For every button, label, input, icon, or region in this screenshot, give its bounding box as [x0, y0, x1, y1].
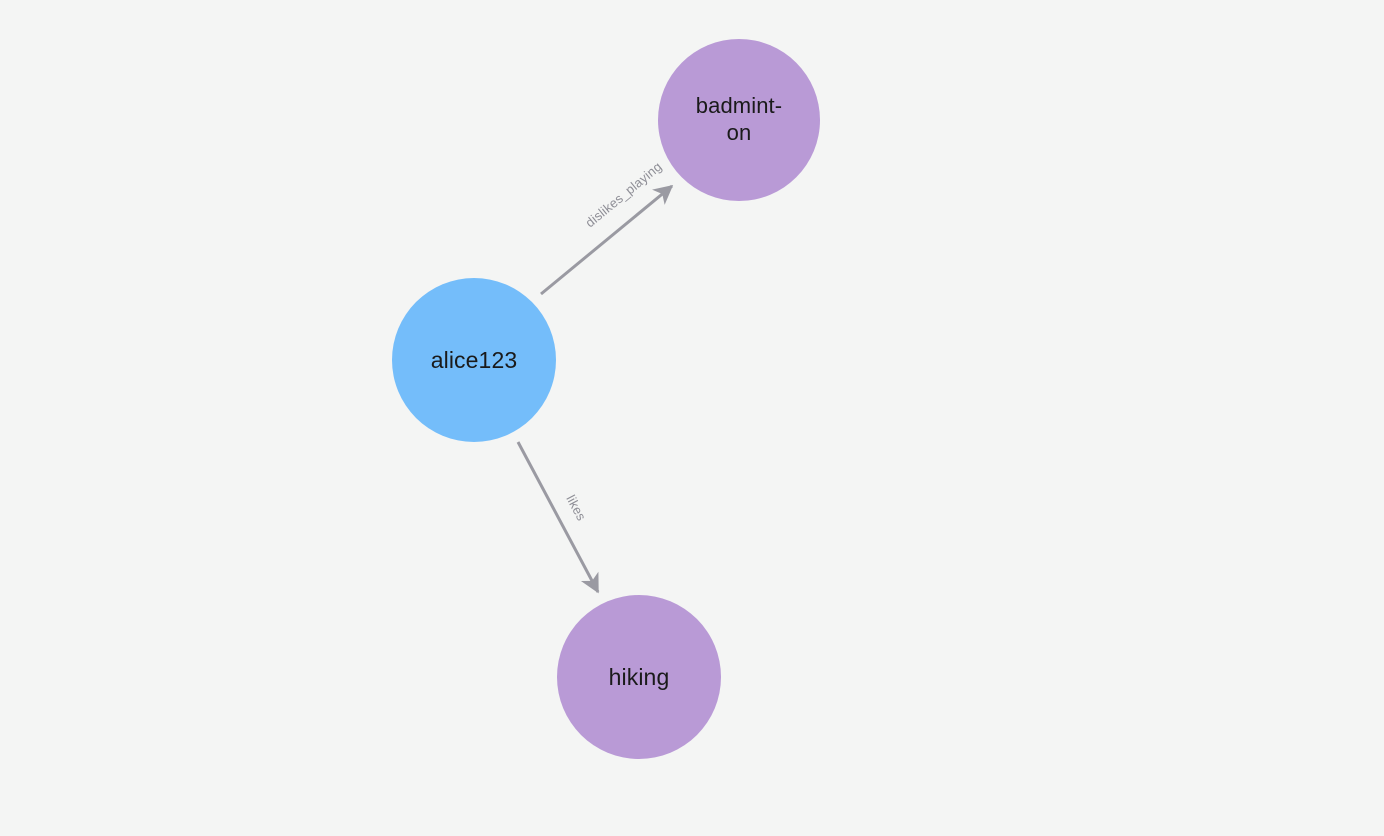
- graph-node-hiking[interactable]: hiking: [557, 595, 721, 759]
- edge-likes[interactable]: likes: [516, 441, 600, 594]
- graph-node-label-hiking: hiking: [608, 663, 670, 690]
- graph-node-label-alice123: alice123: [430, 346, 518, 373]
- edge-line-dislikes-playing[interactable]: [540, 184, 674, 296]
- edge-label-likes: likes: [563, 492, 589, 523]
- graph-node-badminton[interactable]: badmint- on: [658, 39, 820, 201]
- graph-node-label-badminton: badmint- on: [695, 93, 783, 145]
- graph-node-alice123[interactable]: alice123: [392, 278, 556, 442]
- edge-line-likes[interactable]: [516, 441, 600, 594]
- edge-dislikes-playing[interactable]: dislikes_playing: [540, 159, 674, 296]
- edge-label-dislikes-playing: dislikes_playing: [582, 159, 664, 231]
